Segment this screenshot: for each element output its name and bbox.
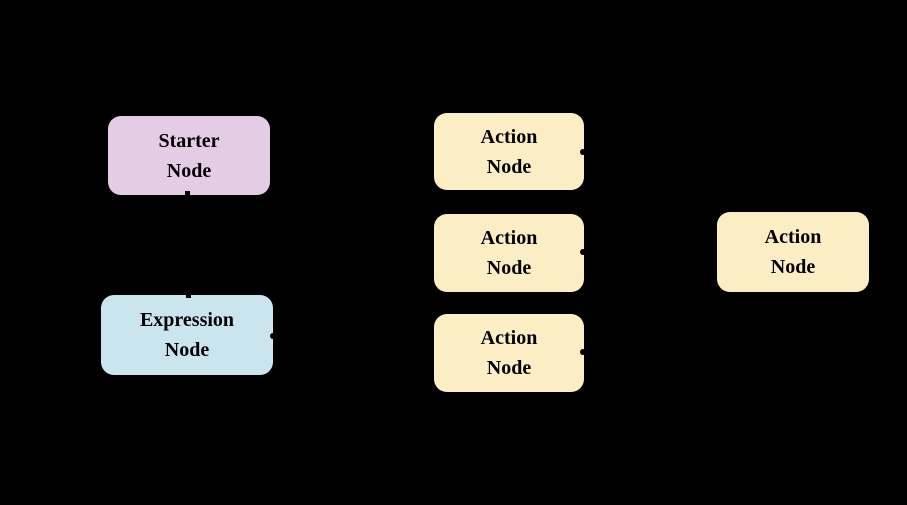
connector-notch [185,191,190,195]
node-action-1: Action Node [434,113,584,190]
connector-port-dot [580,249,586,255]
connector-notch [186,295,191,298]
connector-port-dot [580,149,586,155]
node-action-right-label: Action Node [764,226,822,278]
node-action-3: Action Node [434,314,584,392]
node-action-2: Action Node [434,214,584,292]
node-action-2-label: Action Node [480,227,538,279]
node-action-3-label: Action Node [480,327,538,379]
node-action-1-label: Action Node [480,125,538,178]
node-expression: Expression Node [101,295,273,375]
connector-port-dot [580,349,586,355]
node-action-right: Action Node [717,212,869,292]
node-starter: Starter Node [108,116,270,195]
connector-port-dot [270,333,276,339]
node-starter-label: Starter Node [158,129,220,182]
node-expression-label: Expression Node [139,309,235,361]
